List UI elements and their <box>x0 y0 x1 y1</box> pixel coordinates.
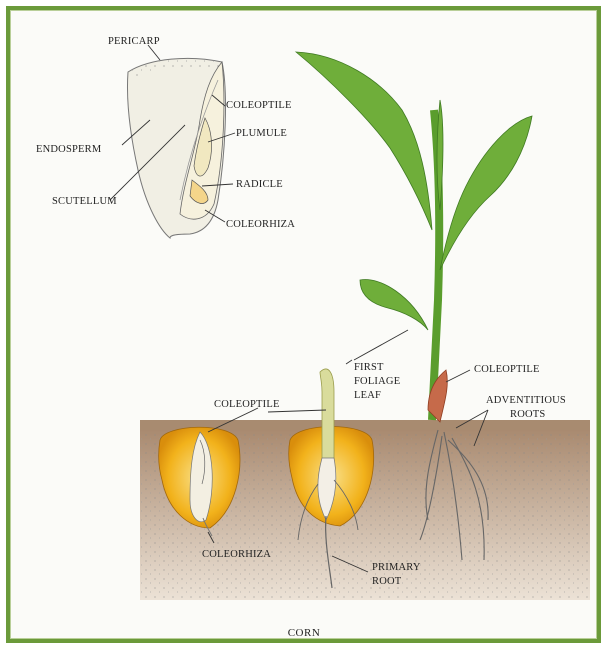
leaf-3 <box>440 116 532 270</box>
label-first: FIRST <box>354 362 384 373</box>
label-primary: PRIMARY <box>372 562 421 573</box>
label-roots: ROOTS <box>510 409 545 420</box>
label-coleorhiza-seed: COLEORHIZA <box>226 219 295 230</box>
label-plumule: PLUMULE <box>236 128 287 139</box>
label-foliage: FOLIAGE <box>354 376 400 387</box>
caption-corn: CORN <box>288 627 321 639</box>
leaf-1 <box>296 52 432 230</box>
label-adventitious: ADVENTITIOUS <box>486 395 566 406</box>
label-coleoptile-late: COLEOPTILE <box>474 364 540 375</box>
label-scutellum: SCUTELLUM <box>52 196 117 207</box>
label-radicle: RADICLE <box>236 179 283 190</box>
seed-cross-section <box>127 58 225 238</box>
leaf-4 <box>360 279 428 330</box>
label-root: ROOT <box>372 576 402 587</box>
label-pericarp: PERICARP <box>108 36 160 47</box>
label-endosperm: ENDOSPERM <box>36 144 102 155</box>
label-coleorhiza-early: COLEORHIZA <box>202 549 271 560</box>
label-coleoptile-seed: COLEOPTILE <box>226 100 292 111</box>
label-coleoptile-early: COLEOPTILE <box>214 399 280 410</box>
label-leaf: LEAF <box>354 390 381 401</box>
coleoptile-shoot <box>320 369 334 462</box>
